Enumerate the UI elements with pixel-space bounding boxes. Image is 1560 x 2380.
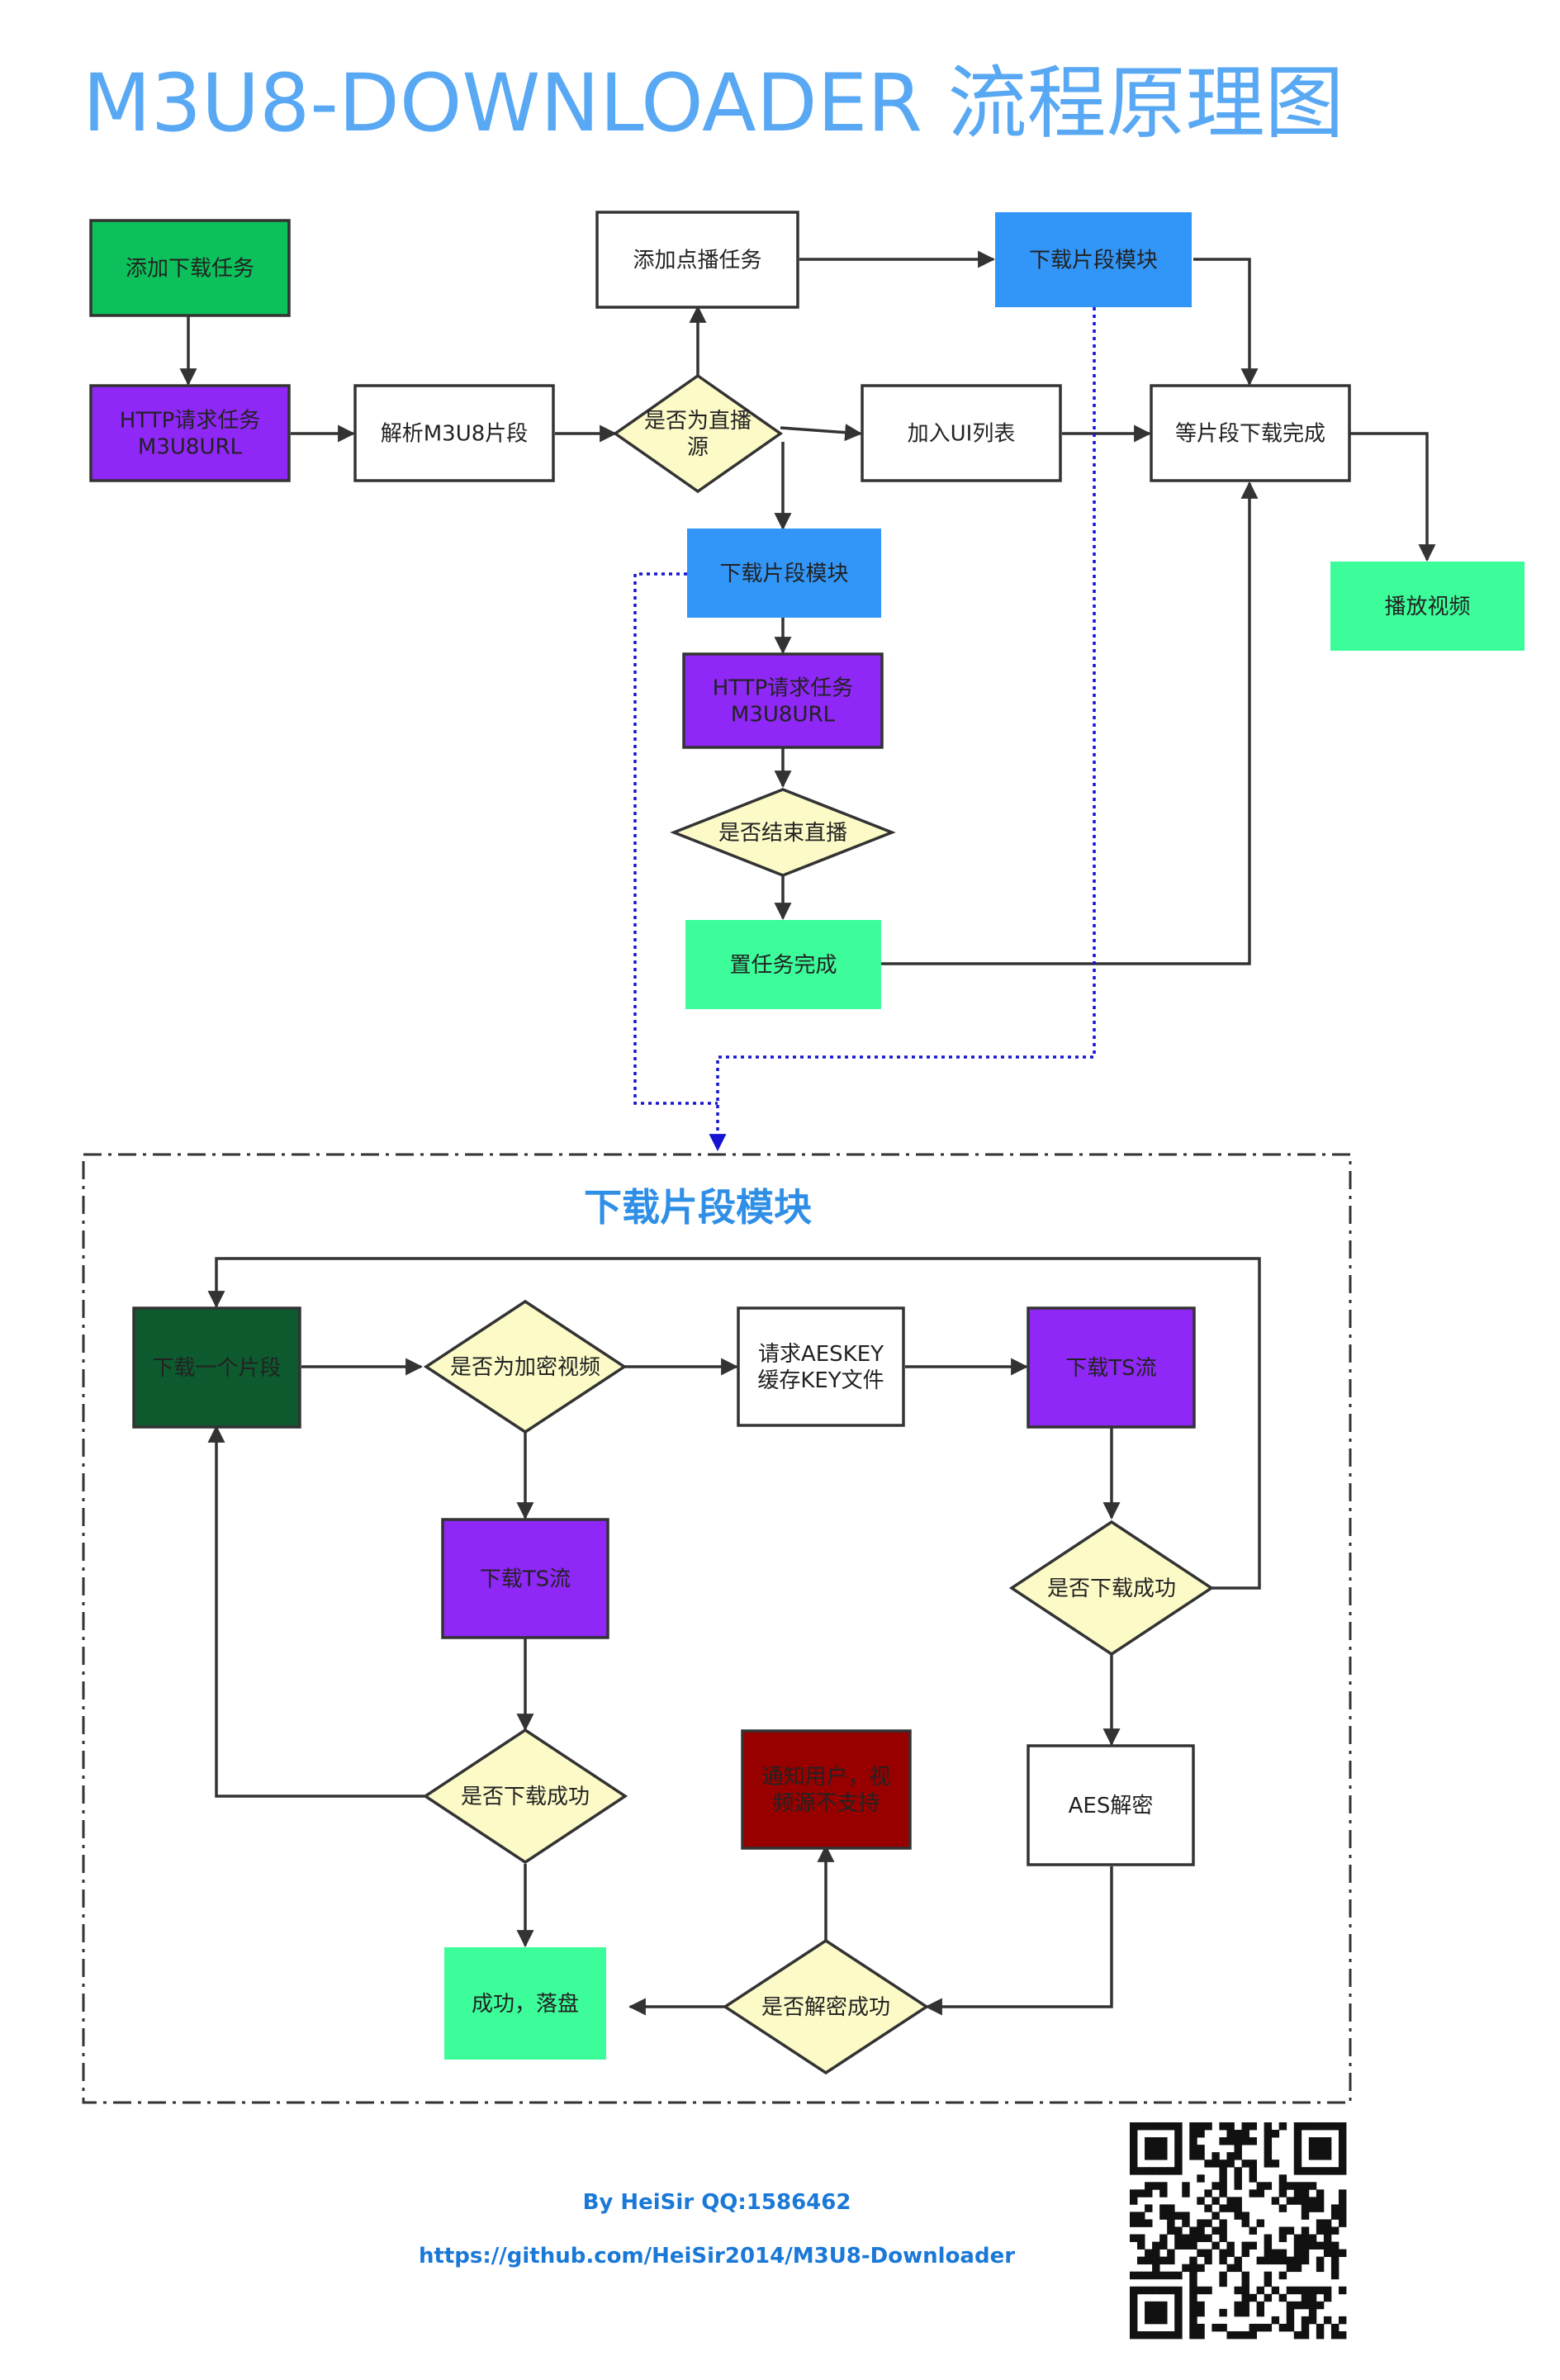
node-shape: [741, 1729, 912, 1850]
node-shape: [89, 384, 291, 482]
node-shape: [1027, 1306, 1196, 1429]
node-download-module-mid: 下载片段模块: [687, 529, 881, 618]
node-label: 加入UI列表: [908, 422, 1016, 447]
node-label: 下载一个片段: [152, 1356, 281, 1381]
node-shape: [353, 384, 555, 482]
node-is-download-ok-right: 是否下载成功: [1008, 1520, 1215, 1657]
node-set-task-complete: 置任务完成: [685, 920, 881, 1009]
decision-shape: [670, 788, 896, 877]
node-label: M3U8URL: [138, 435, 243, 460]
node-parse-m3u8: 解析M3U8片段: [353, 384, 555, 482]
node-shape: [444, 1947, 606, 2060]
node-add-ui-list: 加入UI列表: [861, 384, 1062, 482]
decision-shape: [612, 373, 784, 494]
node-download-module-top: 下载片段模块: [995, 212, 1192, 307]
node-shape: [861, 384, 1062, 482]
node-label: 是否为加密视频: [450, 1355, 600, 1380]
module-title: 下载片段模块: [584, 1185, 812, 1230]
footer-url[interactable]: https://github.com/HeiSir2014/M3U8-Downl…: [419, 2244, 1015, 2269]
node-label: 是否解密成功: [761, 1995, 890, 2020]
download-module-container: [82, 1153, 1352, 2104]
nodes: 添加下载任务HTTP请求任务M3U8URL解析M3U8片段是否为直播源添加点播任…: [89, 211, 1524, 2075]
node-label: 是否下载成功: [1047, 1576, 1176, 1601]
node-label: 等片段下载完成: [1175, 422, 1325, 447]
node-label: 频源不支持: [772, 1791, 880, 1816]
node-success-save: 成功，落盘: [444, 1947, 606, 2060]
decision-shape: [423, 1299, 628, 1434]
node-shape: [1330, 562, 1524, 651]
node-download-segment: 下载一个片段: [132, 1306, 301, 1429]
node-add-vod-task: 添加点播任务: [595, 211, 799, 309]
node-label: 是否结束直播: [718, 821, 847, 846]
node-wait-complete: 等片段下载完成: [1150, 384, 1351, 482]
node-label: 下载片段模块: [1029, 249, 1158, 273]
node-label: 下载片段模块: [719, 562, 848, 586]
node-add-task: 添加下载任务: [89, 219, 291, 317]
node-shape: [132, 1306, 301, 1429]
node-download-ts-encrypted: 下载TS流: [1027, 1306, 1196, 1429]
node-label: 置任务完成: [729, 953, 837, 978]
node-label: 缓存KEY文件: [757, 1368, 884, 1393]
node-shape: [1150, 384, 1351, 482]
footer-author: By HeiSir QQ:1586462: [583, 2190, 851, 2215]
node-shape: [737, 1306, 905, 1427]
node-shape: [595, 211, 799, 309]
node-shape: [682, 652, 884, 749]
node-aes-decrypt: AES解密: [1027, 1744, 1195, 1866]
page-title: M3U8-DOWNLOADER 流程原理图: [83, 57, 1344, 149]
node-label: 下载TS流: [480, 1567, 571, 1592]
node-is-download-ok-left: 是否下载成功: [422, 1728, 628, 1865]
node-shape: [685, 920, 881, 1009]
decision-shape: [722, 1938, 930, 2075]
node-label: HTTP请求任务: [120, 409, 261, 434]
node-label: 源: [687, 435, 709, 460]
node-shape: [441, 1518, 609, 1639]
node-shape: [687, 529, 881, 618]
node-shape: [995, 212, 1192, 307]
node-play-video: 播放视频: [1330, 562, 1524, 651]
node-label: 是否下载成功: [461, 1785, 590, 1809]
module-edges: [207, 1257, 1261, 2016]
node-download-ts-plain: 下载TS流: [441, 1518, 609, 1639]
node-label: 是否为直播: [644, 409, 752, 434]
node-label: 添加点播任务: [633, 249, 761, 273]
node-is-decrypt-ok: 是否解密成功: [722, 1938, 930, 2075]
qr-code: [1130, 2122, 1347, 2340]
node-label: HTTP请求任务: [713, 676, 854, 701]
node-label: AES解密: [1069, 1794, 1154, 1818]
decision-shape: [1008, 1520, 1215, 1657]
node-label: M3U8URL: [731, 703, 836, 728]
node-label: 下载TS流: [1065, 1356, 1156, 1381]
node-label: 请求AESKEY: [758, 1342, 884, 1367]
node-shape: [89, 219, 291, 317]
node-label: 通知用户，视: [761, 1765, 890, 1790]
node-label: 解析M3U8片段: [381, 422, 529, 447]
decision-shape: [422, 1728, 628, 1865]
node-shape: [1027, 1744, 1195, 1866]
node-is-live-end: 是否结束直播: [670, 788, 896, 877]
dotted-links: [633, 307, 1096, 1152]
node-label: 成功，落盘: [472, 1992, 579, 2017]
edges: [179, 250, 1436, 965]
node-label: 播放视频: [1384, 595, 1470, 619]
node-label: 添加下载任务: [126, 257, 254, 282]
node-is-encrypted: 是否为加密视频: [423, 1299, 628, 1434]
